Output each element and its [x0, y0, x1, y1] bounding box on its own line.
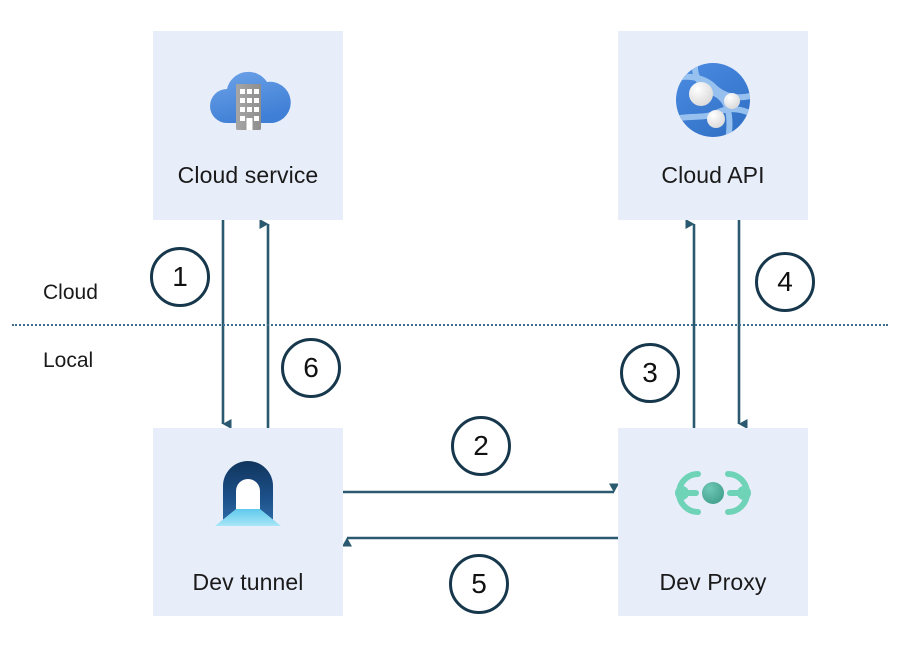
tunnel-icon-wrap — [153, 454, 343, 532]
node-dev-proxy[interactable]: Dev Proxy — [618, 428, 808, 616]
step-badge-6[interactable]: 6 — [281, 338, 341, 398]
cloud-local-boundary-divider — [12, 324, 888, 326]
zone-label-cloud: Cloud — [43, 281, 98, 304]
node-label-cloud-service: Cloud service — [177, 162, 319, 188]
node-label-cloud-api: Cloud API — [661, 162, 765, 188]
globe-network-icon-wrap — [618, 57, 808, 143]
node-cloud-api[interactable]: Cloud API — [618, 31, 808, 220]
step-badge-3[interactable]: 3 — [620, 343, 680, 403]
step-badge-4[interactable]: 4 — [755, 252, 815, 312]
node-label-dev-tunnel: Dev tunnel — [192, 569, 304, 595]
cloud-building-icon — [210, 71, 291, 130]
node-label-dev-proxy: Dev Proxy — [659, 569, 767, 595]
zone-label-local: Local — [43, 349, 94, 372]
cloud-building-icon-wrap — [153, 60, 343, 140]
node-cloud-service[interactable]: Cloud service — [153, 31, 343, 220]
globe-network-icon — [676, 63, 750, 137]
step-badge-1[interactable]: 1 — [150, 247, 210, 307]
step-badge-5[interactable]: 5 — [449, 554, 509, 614]
tunnel-icon — [215, 461, 281, 526]
node-dev-tunnel[interactable]: Dev tunnel — [153, 428, 343, 616]
step-badge-2[interactable]: 2 — [451, 416, 511, 476]
proxy-target-icon — [675, 471, 751, 515]
proxy-target-icon-wrap — [618, 458, 808, 528]
